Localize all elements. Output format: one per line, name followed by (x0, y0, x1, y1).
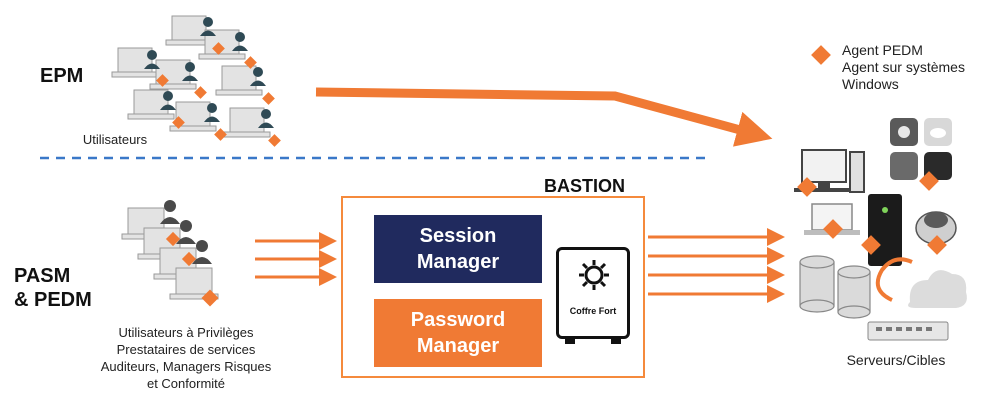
privileged-users-icon (121, 200, 219, 307)
safe-label: Coffre Fort (569, 306, 617, 316)
legend-text: Agent PEDM Agent sur systèmes Windows (842, 42, 965, 93)
epm-users-icon (111, 15, 281, 147)
pasm-input-arrows (255, 232, 337, 286)
pasm-caption-line-1: Utilisateurs à Privilèges (118, 325, 254, 340)
bastion-output-arrows (648, 228, 785, 303)
pasm-heading-line2: & PEDM (14, 289, 92, 311)
pasm-heading-line1: PASM (14, 265, 71, 287)
pasm-caption-line-4: et Conformité (146, 376, 226, 391)
pasm-heading: PASM & PEDM (14, 264, 92, 312)
password-manager-line1: Password (410, 309, 506, 331)
targets-caption: Serveurs/Cibles (846, 352, 946, 368)
safe-foot-left (565, 338, 575, 344)
pasm-users-caption: Utilisateurs à Privilèges Prestataires d… (66, 324, 306, 392)
safe-box[interactable]: Coffre Fort (556, 247, 630, 344)
pasm-caption-line-2: Prestataires de services (116, 342, 256, 357)
targets-cluster-icon (794, 118, 967, 341)
session-manager-box[interactable]: Session Manager (374, 215, 542, 283)
bastion-title: BASTION (544, 176, 625, 196)
safe-foot-right (611, 338, 621, 344)
epm-heading: EPM (40, 65, 84, 87)
password-manager-box[interactable]: Password Manager (374, 299, 542, 367)
epm-users-caption: Utilisateurs (82, 132, 148, 147)
password-manager-line2: Manager (416, 335, 500, 357)
legend-line-1: Agent PEDM (842, 42, 923, 58)
bastion-box: Session Manager Password Manager Coffre … (341, 196, 645, 378)
legend-line-2: Agent sur systèmes (842, 59, 965, 75)
pasm-caption-line-3: Auditeurs, Managers Risques (100, 359, 272, 374)
session-manager-line2: Manager (416, 251, 500, 273)
session-manager-line1: Session (419, 225, 497, 247)
safe-gear-icon (579, 260, 609, 290)
epm-arrow (315, 87, 773, 147)
legend-line-3: Windows (842, 76, 899, 92)
